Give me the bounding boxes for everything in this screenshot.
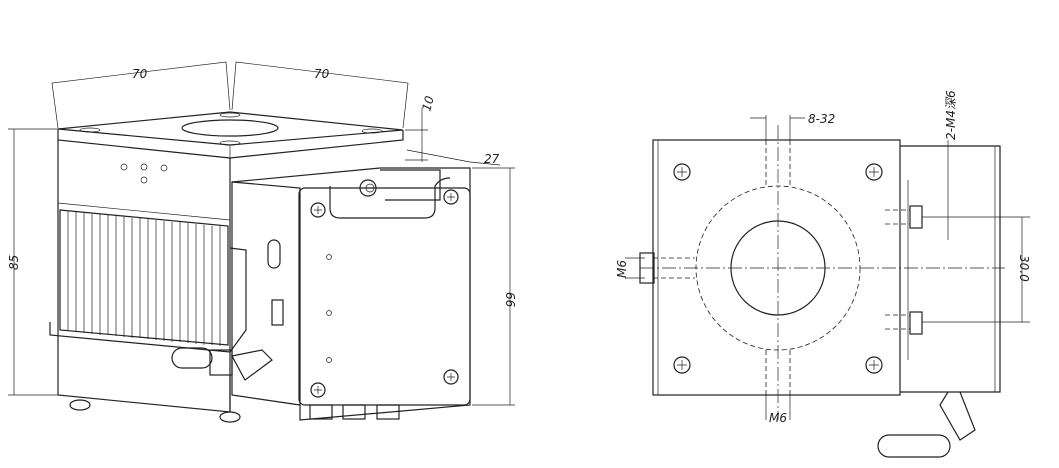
isometric-view: 70 70 10 27 85 66 [7,61,517,423]
dim-thread-left: M6 [615,260,629,278]
dim-holes: 2-M4深6 [944,90,958,140]
dim-width-a: 70 [132,67,148,81]
dim-height-total: 85 [7,255,21,270]
screw-icons-front [673,163,883,374]
dim-spacing: 30.0 [1017,255,1031,282]
dim-height-box: 66 [503,292,517,308]
dim-thread-top: 8-32 [808,112,835,126]
dim-offset: 27 [484,152,500,166]
dim-thread-bottom: M6 [769,411,787,425]
dim-width-b: 70 [314,67,330,81]
dim-plate: 10 [419,94,437,113]
screw-icons [310,189,459,398]
heatsink-fins [59,209,229,346]
front-view: 8-32 2-M4深6 M6 30.0 M6 [615,90,1031,458]
